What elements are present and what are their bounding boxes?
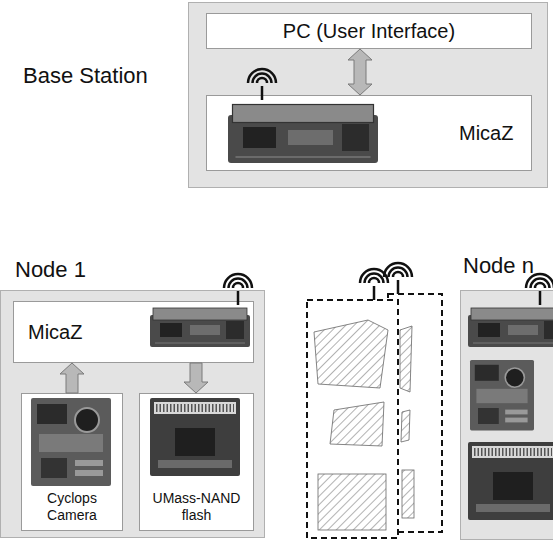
flash-board-picture — [468, 442, 553, 520]
antenna-symbol — [248, 69, 276, 100]
camera-box: Cyclops Camera — [21, 393, 123, 531]
flash-board-picture — [150, 398, 240, 476]
micaz-box: MicaZ — [13, 301, 254, 363]
stacked-node-outline — [307, 294, 442, 538]
node-label: MicaZ — [459, 121, 513, 145]
node-heading: Node 1 — [15, 257, 86, 283]
node-label: Cyclops Camera — [32, 490, 112, 524]
node-label: MicaZ — [28, 320, 82, 344]
node-label: PC (User Interface) — [283, 19, 455, 43]
node-heading: Base Station — [23, 63, 148, 89]
micaz-mote-picture — [468, 308, 553, 347]
pc-box: PC (User Interface) — [206, 13, 532, 49]
micaz-mote-picture — [150, 308, 250, 347]
sensor-node-panel: Node n — [460, 290, 553, 540]
antenna-symbol — [224, 274, 252, 305]
micaz-mote-picture — [228, 105, 378, 164]
block-arrow — [184, 363, 208, 393]
node-label: UMass-NAND flash — [147, 490, 247, 524]
camera-board-picture — [470, 360, 534, 430]
antenna-symbol — [360, 269, 388, 300]
block-arrow — [348, 49, 372, 95]
sensor-node-panel: Node 1MicaZCyclops CameraUMass-NAND flas… — [0, 290, 265, 538]
micaz-box: MicaZ — [206, 95, 532, 171]
node-heading: Node n — [463, 253, 534, 279]
camera-board-picture — [31, 398, 111, 486]
antenna-symbol — [526, 274, 553, 305]
antenna-symbol — [384, 263, 412, 294]
flash-box: UMass-NAND flash — [139, 393, 254, 531]
block-arrow — [60, 363, 84, 393]
base-station-panel: Base StationPC (User Interface)MicaZ — [188, 2, 548, 188]
